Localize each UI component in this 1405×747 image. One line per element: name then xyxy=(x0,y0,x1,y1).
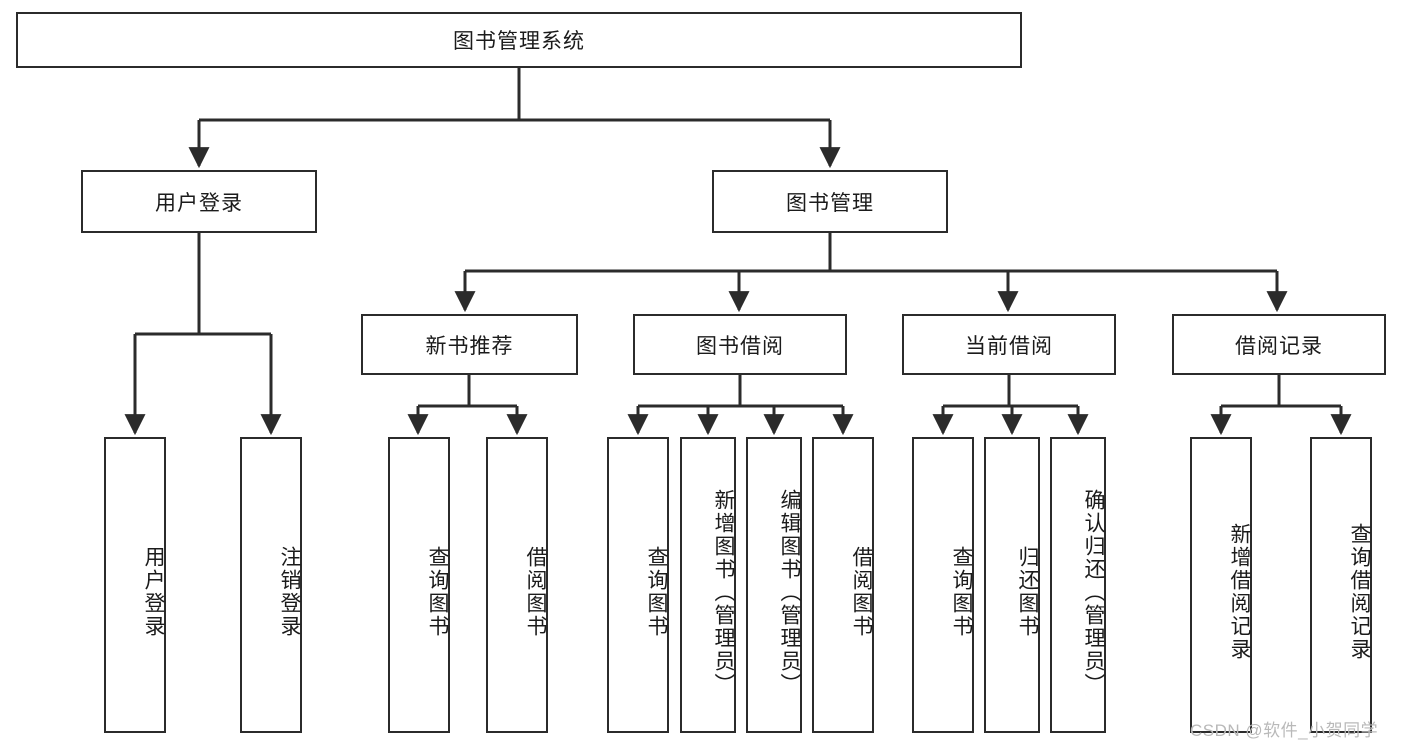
leaf-br-add-record[interactable]: 新增借阅记录 xyxy=(1190,437,1252,733)
leaf-br-query-record-label: 查询借阅记录 xyxy=(1348,523,1371,661)
leaf-bb-borrow-book[interactable]: 借阅图书 xyxy=(812,437,874,733)
node-root[interactable]: 图书管理系统 xyxy=(16,12,1022,68)
leaf-cb-query-book[interactable]: 查询图书 xyxy=(912,437,974,733)
leaf-cb-query-book-label: 查询图书 xyxy=(950,546,973,638)
leaf-bb-query-book-label: 查询图书 xyxy=(645,546,668,638)
node-book-manage-label: 图书管理 xyxy=(786,191,874,215)
node-user-login[interactable]: 用户登录 xyxy=(81,170,317,233)
leaf-bb-add-book[interactable]: 新增图书（管理员） xyxy=(680,437,736,733)
leaf-logout[interactable]: 注销登录 xyxy=(240,437,302,733)
leaf-nbr-borrow-book[interactable]: 借阅图书 xyxy=(486,437,548,733)
leaf-user-login[interactable]: 用户登录 xyxy=(104,437,166,733)
watermark-text: CSDN @软件_小贺同学 xyxy=(1190,721,1379,740)
node-book-borrow-label: 图书借阅 xyxy=(696,334,784,358)
leaf-bb-query-book[interactable]: 查询图书 xyxy=(607,437,669,733)
node-borrow-record-label: 借阅记录 xyxy=(1235,334,1323,358)
node-user-login-label: 用户登录 xyxy=(155,191,243,215)
leaf-cb-return-book[interactable]: 归还图书 xyxy=(984,437,1040,733)
leaf-user-login-label: 用户登录 xyxy=(142,546,165,638)
node-borrow-record[interactable]: 借阅记录 xyxy=(1172,314,1386,375)
node-book-manage[interactable]: 图书管理 xyxy=(712,170,948,233)
leaf-cb-confirm-return[interactable]: 确认归还（管理员） xyxy=(1050,437,1106,733)
leaf-br-add-record-label: 新增借阅记录 xyxy=(1228,523,1251,661)
leaf-cb-return-book-label: 归还图书 xyxy=(1016,546,1039,638)
leaf-nbr-query-book[interactable]: 查询图书 xyxy=(388,437,450,733)
leaf-logout-label: 注销登录 xyxy=(278,546,301,638)
node-book-borrow[interactable]: 图书借阅 xyxy=(633,314,847,375)
leaf-bb-add-book-label: 新增图书（管理员） xyxy=(712,488,735,696)
leaf-bb-edit-book-label: 编辑图书（管理员） xyxy=(778,488,801,696)
node-new-book-rec[interactable]: 新书推荐 xyxy=(361,314,578,375)
leaf-br-query-record[interactable]: 查询借阅记录 xyxy=(1310,437,1372,733)
leaf-cb-confirm-return-label: 确认归还（管理员） xyxy=(1082,488,1105,696)
leaf-nbr-borrow-book-label: 借阅图书 xyxy=(524,546,547,638)
node-new-book-rec-label: 新书推荐 xyxy=(425,334,514,358)
leaf-bb-edit-book[interactable]: 编辑图书（管理员） xyxy=(746,437,802,733)
node-current-borrow-label: 当前借阅 xyxy=(965,334,1053,358)
leaf-bb-borrow-book-label: 借阅图书 xyxy=(850,546,873,638)
node-current-borrow[interactable]: 当前借阅 xyxy=(902,314,1116,375)
node-root-label: 图书管理系统 xyxy=(453,30,585,53)
leaf-nbr-query-book-label: 查询图书 xyxy=(426,546,449,638)
